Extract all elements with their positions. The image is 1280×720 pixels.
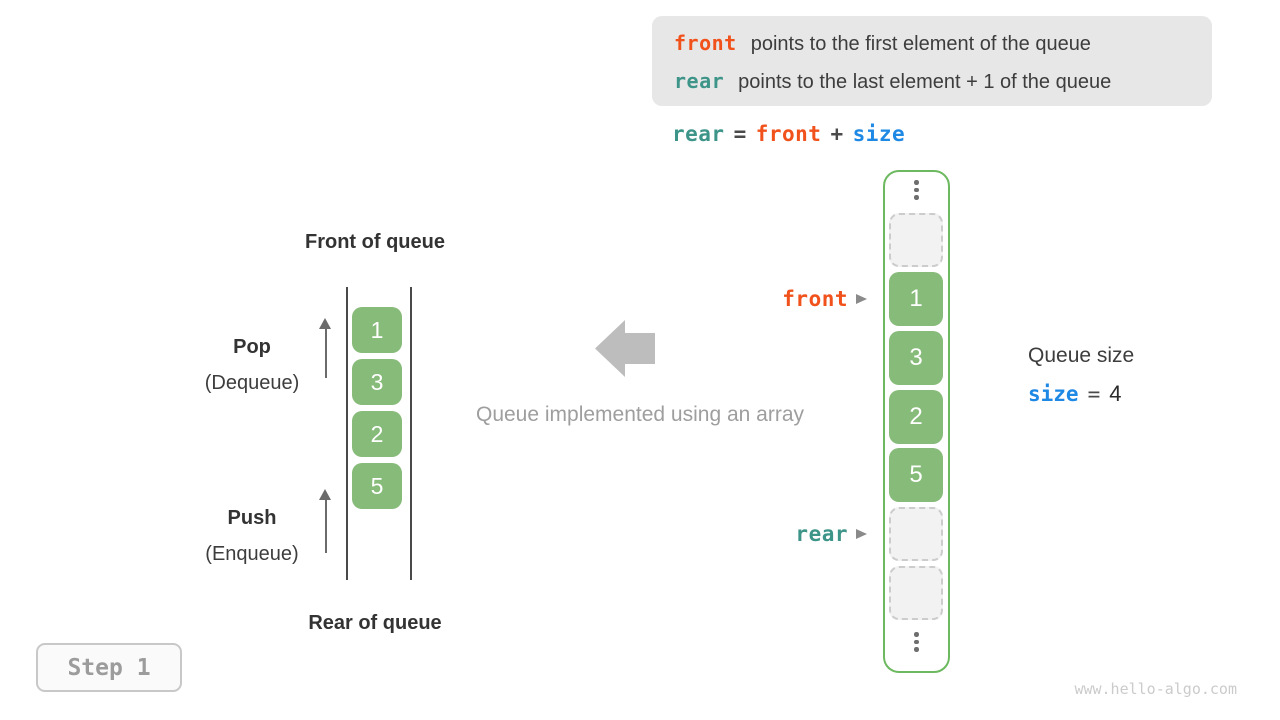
pop-arrow-line xyxy=(324,327,327,378)
front-pointer-label: front xyxy=(782,287,848,311)
array-cell-value: 2 xyxy=(889,389,943,444)
pop-arrow-icon xyxy=(319,318,331,329)
queue-element: 1 xyxy=(352,307,402,353)
array-cell-empty xyxy=(889,507,943,561)
size-variable: size xyxy=(1028,382,1079,406)
left-block-arrow-icon xyxy=(595,320,655,377)
rear-explanation: rear points to the last element + 1 of th… xyxy=(674,63,1190,101)
push-arrow-line xyxy=(324,498,327,553)
front-pointer-arrow-icon xyxy=(856,294,867,304)
formula-size: size xyxy=(852,122,906,146)
watermark: www.hello-algo.com xyxy=(1074,680,1237,698)
rear-pointer-arrow-icon xyxy=(856,529,867,539)
rear-formula: rear = front + size xyxy=(672,122,914,147)
formula-plus: + xyxy=(830,122,844,146)
queue-element: 5 xyxy=(352,463,402,509)
formula-front: front xyxy=(755,122,822,146)
dequeue-label: (Dequeue) xyxy=(204,372,300,394)
size-value: 4 xyxy=(1109,381,1122,406)
formula-equals: = xyxy=(733,122,747,146)
queue-element: 2 xyxy=(352,411,402,457)
rear-keyword: rear xyxy=(674,68,725,93)
array-cell-value: 3 xyxy=(889,331,943,385)
center-caption: Queue implemented using an array xyxy=(475,403,805,426)
array-cell-value: 5 xyxy=(889,448,943,502)
push-label: Push xyxy=(227,507,277,529)
front-explanation: front points to the first element of the … xyxy=(674,25,1190,63)
queue-element: 3 xyxy=(352,359,402,405)
front-keyword: front xyxy=(674,31,737,55)
queue-channel-left-line xyxy=(346,287,348,580)
size-equals: = xyxy=(1087,382,1101,406)
queue-size-label: Queue size xyxy=(1028,344,1135,367)
pop-label: Pop xyxy=(233,336,271,358)
queue-element-stack: 1 3 2 5 xyxy=(352,307,402,509)
queue-size-equation: size = 4 xyxy=(1028,381,1121,407)
vertical-ellipsis-icon xyxy=(885,632,948,652)
push-arrow-icon xyxy=(319,489,331,500)
array-cell-empty xyxy=(889,565,943,620)
vertical-ellipsis-icon xyxy=(885,180,948,200)
pointer-explanation-box: front points to the first element of the … xyxy=(652,16,1212,106)
queue-channel-right-line xyxy=(410,287,412,580)
formula-rear: rear xyxy=(672,122,725,146)
front-explanation-text: points to the first element of the queue xyxy=(750,33,1091,55)
rear-pointer-label: rear xyxy=(795,522,848,546)
rear-explanation-text: points to the last element + 1 of the qu… xyxy=(738,70,1112,93)
array-cell-value: 1 xyxy=(889,272,943,326)
front-of-queue-label: Front of queue xyxy=(305,231,445,253)
rear-of-queue-label: Rear of queue xyxy=(308,612,442,634)
step-badge: Step 1 xyxy=(36,643,182,692)
enqueue-label: (Enqueue) xyxy=(205,543,299,565)
array-cell-empty xyxy=(889,213,943,267)
